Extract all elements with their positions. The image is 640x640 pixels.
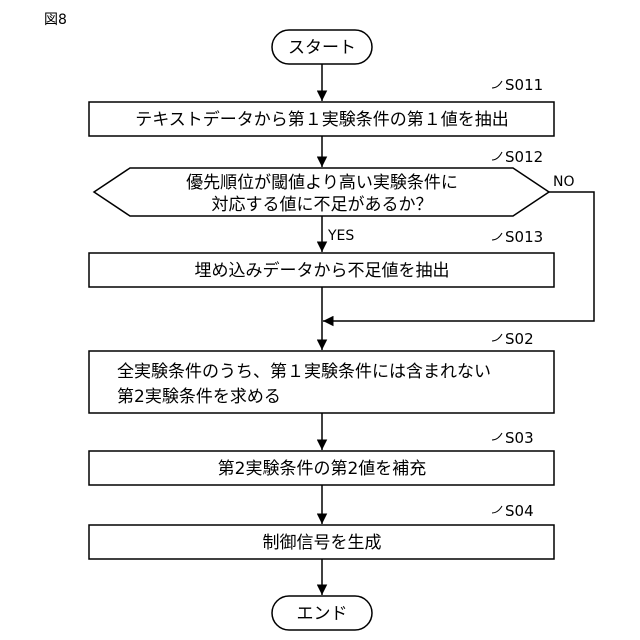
leader-s011 (492, 81, 502, 88)
leader-s013 (492, 233, 502, 240)
branch-no-label: NO (553, 174, 575, 190)
process-text-s013: 埋め込みデータから不足値を抽出 (195, 260, 450, 281)
figure-label: 図8 (44, 12, 67, 28)
step-id-s011: S011 (505, 76, 543, 94)
leader-s03 (492, 433, 502, 440)
step-id-s04: S04 (505, 502, 534, 520)
decision-text-line1-s012: 優先順位が閾値より高い実験条件に (186, 173, 458, 193)
branch-yes-label: YES (327, 228, 354, 244)
step-id-s013: S013 (505, 228, 543, 246)
leader-s012 (492, 152, 502, 160)
step-id-s03: S03 (505, 429, 534, 447)
process-text-s03: 第2実験条件の第2値を補充 (218, 459, 427, 479)
process-text-s011: テキストデータから第１実験条件の第１値を抽出 (135, 109, 509, 130)
process-text-s04: 制御信号を生成 (263, 533, 382, 553)
step-id-s02: S02 (505, 330, 534, 348)
step-id-s012: S012 (505, 148, 543, 166)
leader-s02 (492, 334, 502, 341)
process-text-line2-s02: 第2実験条件を求める (117, 387, 281, 407)
leader-s04 (492, 506, 502, 513)
decision-text-line2-s012: 対応する値に不足があるか？ (212, 195, 433, 215)
process-text-line1-s02: 全実験条件のうち、第１実験条件には含まれない (117, 362, 491, 382)
end-label: エンド (297, 604, 348, 624)
start-label: スタート (288, 38, 356, 58)
